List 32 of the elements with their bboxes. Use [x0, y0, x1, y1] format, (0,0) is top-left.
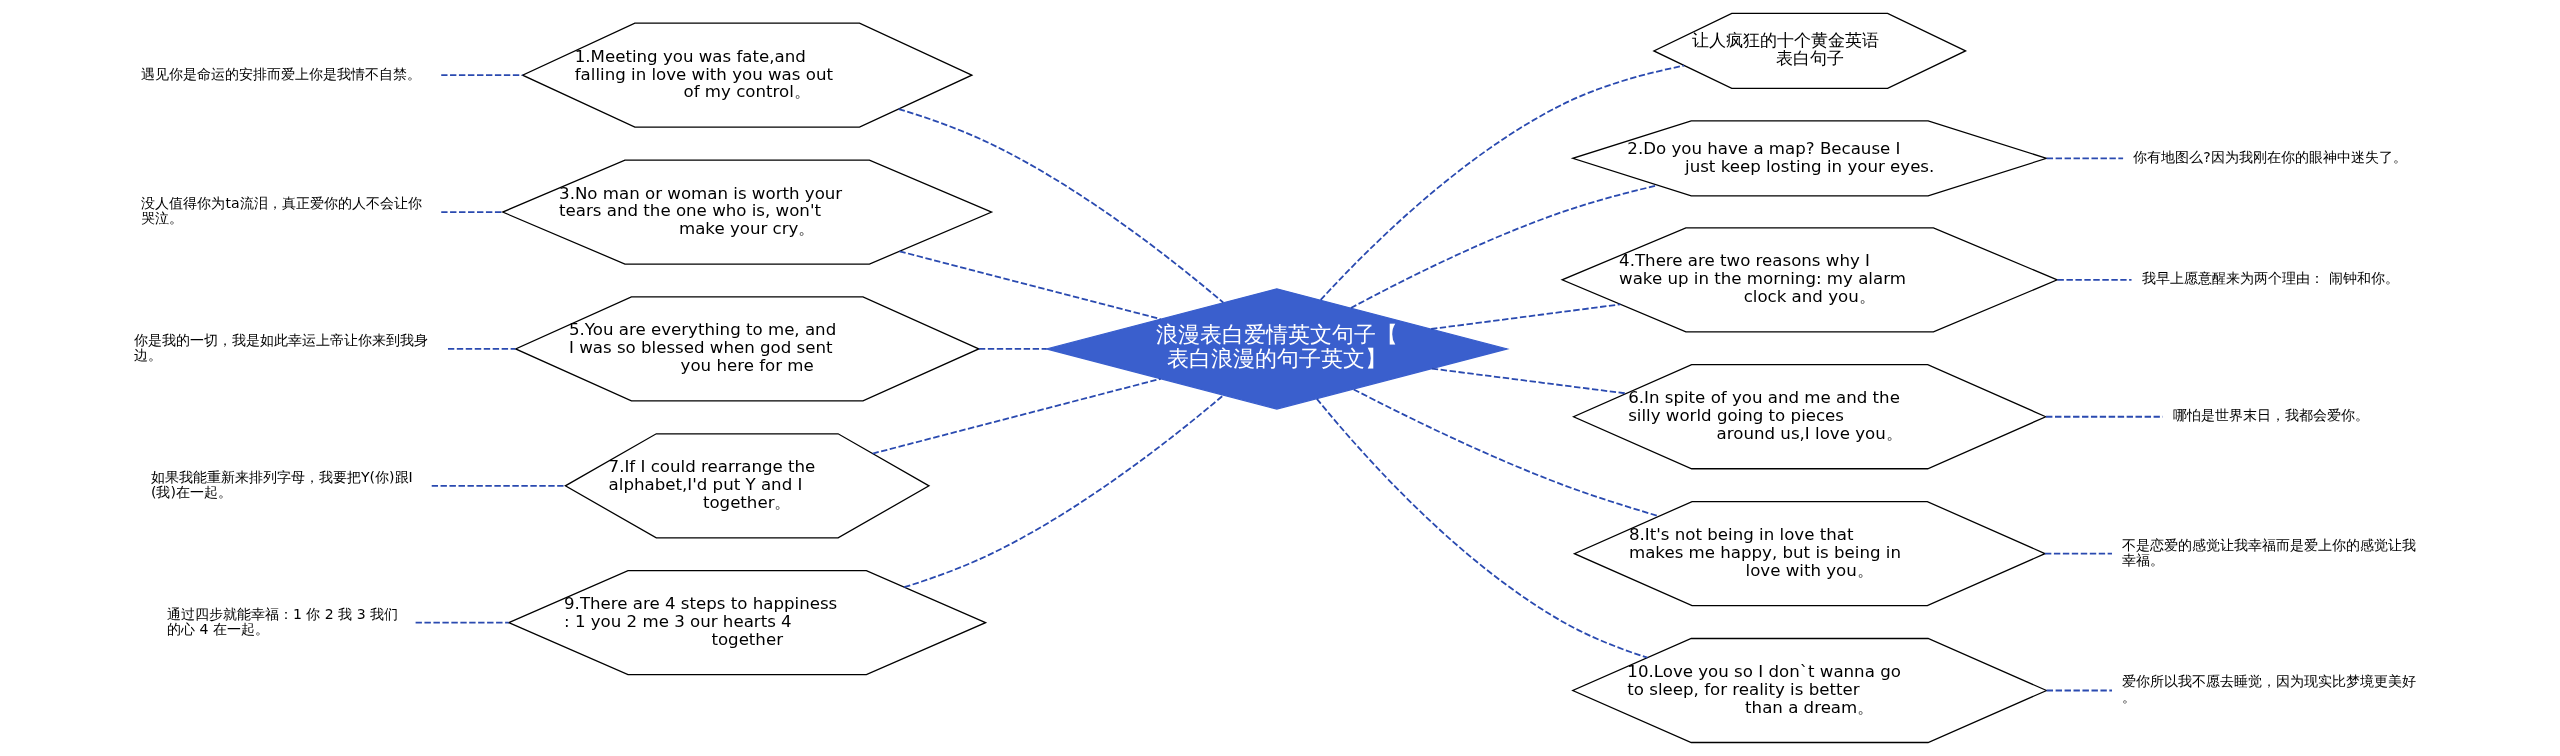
node-text: 爱你所以我不愿去睡觉，因为现实比梦境更美好。 — [2122, 673, 2417, 705]
connector — [440, 74, 524, 77]
connector — [1430, 303, 1622, 330]
node-text: 如果我能重新来排列字母，我要把Y(你)跟I(我)在一起。 — [150, 468, 413, 501]
node-text: 不是恋爱的感觉让我幸福而是爱上你的感觉让我幸福。 — [2122, 536, 2417, 568]
node-text: 哪怕是世界末日，我都会爱你。 — [2173, 407, 2369, 424]
node-text: 你是我的一切，我是如此幸运上帝让你来到我身边。 — [134, 331, 429, 364]
connector — [1430, 367, 1627, 395]
connector — [871, 377, 1162, 455]
connector — [447, 348, 517, 350]
connector — [1315, 397, 1649, 659]
connector — [1349, 184, 1659, 309]
connector — [430, 484, 567, 487]
node-text: 遇见你是命运的安排而爱上你是我情不自禁。 — [141, 65, 422, 82]
node-diamond: 浪漫表白爱情英文句子【表白浪漫的句子英文】 — [1044, 288, 1510, 410]
node-text: 我早上愿意醒来为两个理由： 闹钟和你。 — [2142, 270, 2399, 287]
connector — [414, 621, 510, 624]
connector — [1319, 64, 1685, 301]
node-text: 你有地图么?因为我刚在你的眼神中迷失了。 — [2133, 148, 2407, 165]
connector — [2056, 278, 2133, 281]
node-text: 没人值得你为ta流泪，真正爱你的人不会让你哭泣。 — [141, 194, 422, 227]
connector — [2045, 157, 2124, 160]
connector — [903, 394, 1225, 589]
connector — [978, 348, 1048, 350]
connector — [1352, 388, 1660, 518]
connector — [2045, 689, 2113, 692]
connector — [898, 250, 1162, 320]
connector — [2044, 552, 2113, 555]
connector — [897, 108, 1225, 304]
connector — [2045, 415, 2164, 418]
node-text: 通过四步就能幸福：1 你 2 我 3 我们的心 4 在一起。 — [166, 605, 399, 637]
connector — [440, 211, 504, 213]
